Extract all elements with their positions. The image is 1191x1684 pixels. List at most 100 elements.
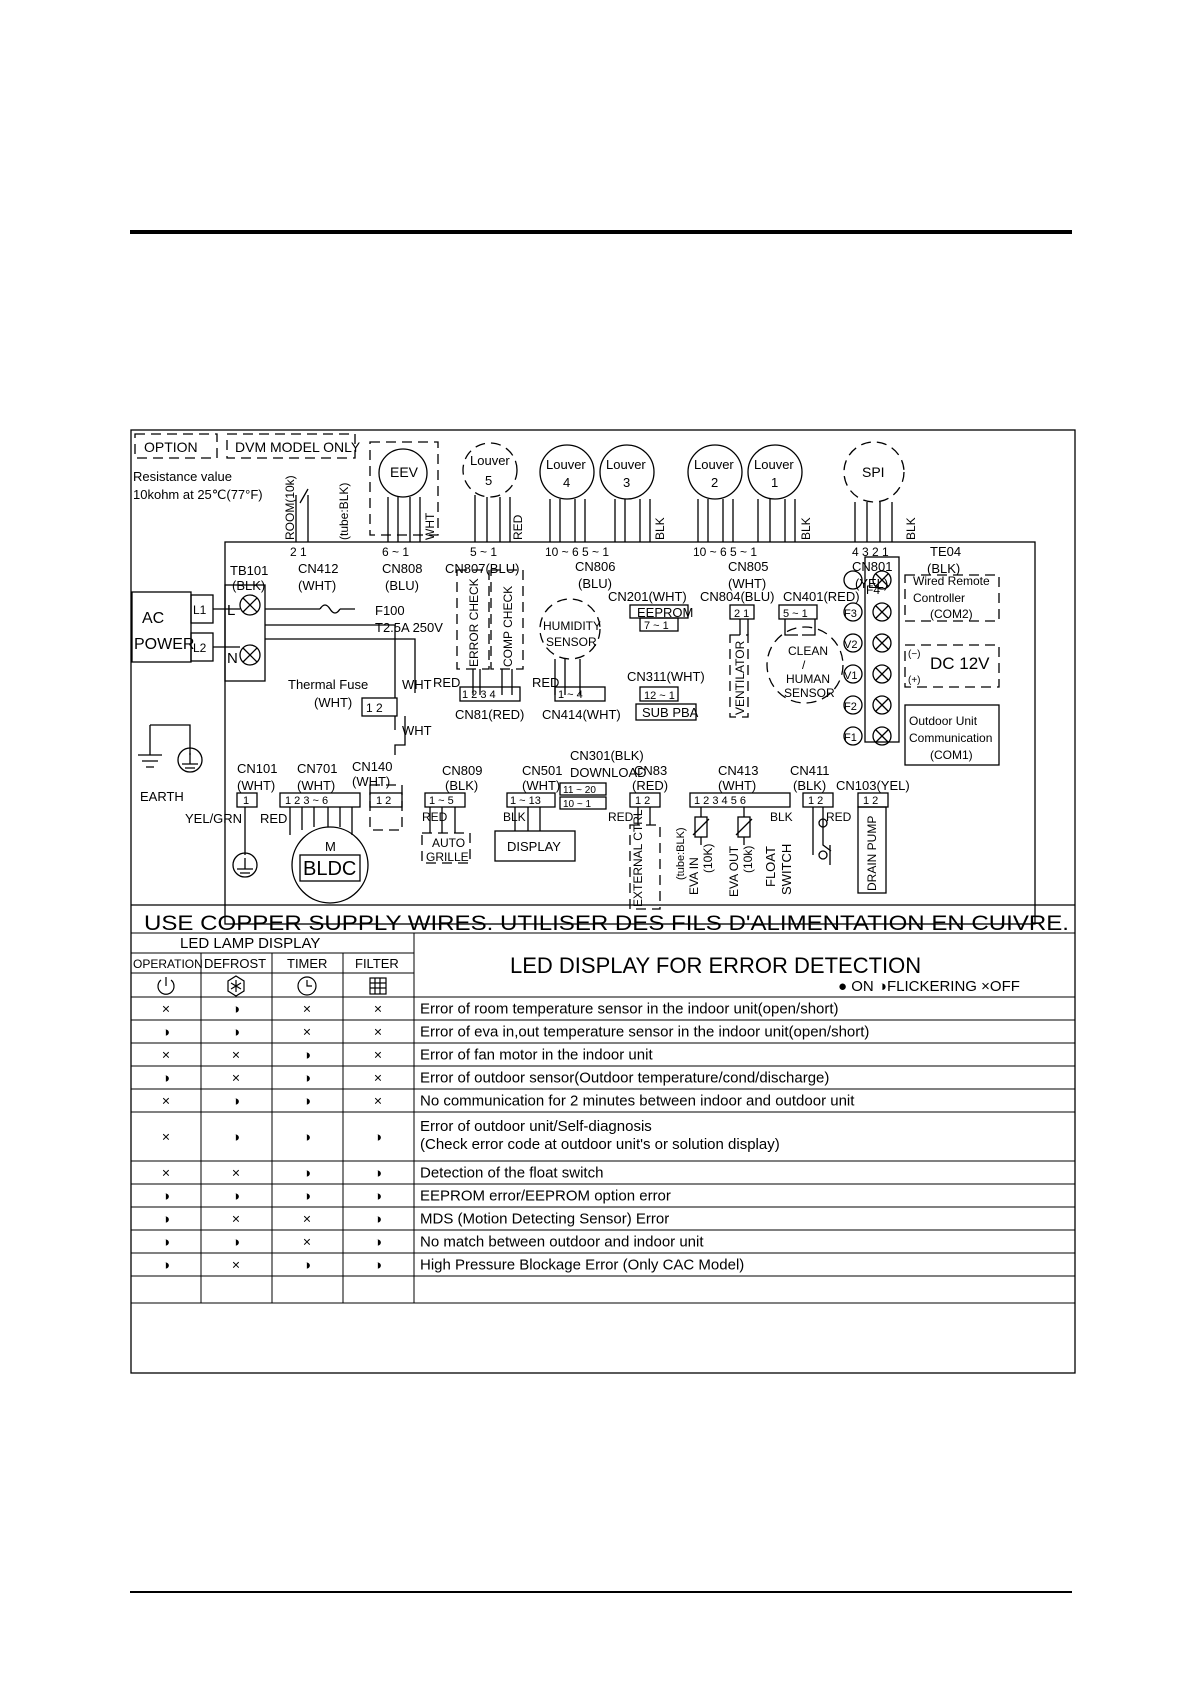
motor-m-label: M — [325, 839, 336, 854]
lamp-state-8-1: × — [232, 1211, 240, 1227]
lamp-state-1-3: × — [374, 1024, 382, 1040]
room-sensor-label: ROOM(10k) — [283, 475, 297, 540]
louver3-blk: BLK — [653, 517, 667, 540]
float-label: FLOAT — [763, 846, 778, 887]
dvm-label: DVM MODEL ONLY — [235, 439, 361, 455]
error-check-label: ERROR CHECK — [467, 578, 481, 667]
lamp-state-6-2: ◑ — [303, 1165, 311, 1181]
lamp-state-3-0: ◑ — [162, 1070, 170, 1086]
dc12v-label: DC 12V — [930, 654, 990, 673]
lamp-state-0-0: × — [162, 1001, 170, 1017]
cn701-color: (WHT) — [297, 778, 335, 793]
lamp-state-1-0: ◑ — [162, 1024, 170, 1040]
spi-label: SPI — [862, 464, 885, 480]
motor-red-label: RED — [260, 811, 287, 826]
error-description-9: No match between outdoor and indoor unit — [420, 1234, 704, 1251]
wht-bottom: WHT — [402, 723, 432, 738]
cn501-pins: 1 ~ 13 — [510, 795, 541, 807]
terminal-v1: V1 — [844, 670, 857, 682]
lamp-state-3-3: × — [374, 1070, 382, 1086]
option-box — [134, 433, 218, 459]
error-description-1: Error of eva in,out temperature sensor i… — [420, 1024, 869, 1041]
wired-remote-box — [904, 574, 1000, 622]
col-defrost: DEFROST — [204, 956, 266, 971]
cn301-label: CN301(BLK) — [570, 748, 644, 763]
error-description-4: No communication for 2 minutes between i… — [420, 1093, 855, 1110]
cn83-color: (RED) — [632, 778, 668, 793]
eva-out-10k-label: (10k) — [741, 846, 755, 873]
louver1-num: 1 — [771, 475, 778, 490]
cn804-pins: 2 1 — [734, 608, 749, 620]
error-description-8: MDS (Motion Detecting Sensor) Error — [420, 1211, 669, 1228]
cn806-color: (BLU) — [578, 576, 612, 591]
cn83-pins: 1 2 — [635, 795, 650, 807]
timer-icon — [297, 976, 317, 996]
cn701-pins: 1 2 3 ~ 6 — [285, 795, 328, 807]
lamp-state-8-2: × — [303, 1211, 311, 1227]
lamp-state-2-2: ◑ — [303, 1047, 311, 1063]
lamp-state-10-2: ◑ — [303, 1257, 311, 1273]
eva-in-label: EVA IN — [687, 857, 701, 895]
cn83-label: CN83 — [634, 763, 667, 778]
option-label: OPTION — [144, 439, 198, 455]
outdoor-comm-line3: (COM1) — [930, 748, 973, 762]
lamp-state-1-1: ◑ — [232, 1024, 240, 1040]
lamp-state-7-1: ◑ — [232, 1188, 240, 1204]
louver4-label: Louver — [546, 457, 586, 472]
cn413-label: CN413 — [718, 763, 758, 778]
outdoor-comm-box — [904, 704, 1000, 766]
cn808-label: CN808 — [382, 561, 422, 576]
humidity-label: HUMIDITY — [543, 619, 601, 633]
cn412-color: (WHT) — [298, 578, 336, 593]
lamp-state-6-1: × — [232, 1165, 240, 1181]
cn301-pins-top: 11 ~ 20 — [563, 785, 596, 796]
louver3-label: Louver — [606, 457, 646, 472]
cn801-color: (YEL) — [855, 576, 888, 591]
dvm-box — [226, 433, 356, 459]
louver1-label: Louver — [754, 457, 794, 472]
lamp-state-10-0: ◑ — [162, 1257, 170, 1273]
wired-remote-line2: Controller — [913, 591, 965, 605]
led-table-title: LED DISPLAY FOR ERROR DETECTION — [510, 953, 921, 978]
ventilator-box — [729, 634, 749, 718]
lamp-header: LED LAMP DISPLAY — [180, 935, 320, 952]
cn806-pins: 10 ~ 6 5 ~ 1 — [545, 545, 609, 559]
humidity-sensor-circle — [539, 598, 601, 660]
cn311-label: CN311(WHT) — [627, 669, 705, 684]
lamp-state-8-3: ◑ — [374, 1211, 382, 1227]
grille-red-label: RED — [422, 810, 448, 824]
te04-color: (BLK) — [927, 561, 960, 576]
cn414-label: CN414(WHT) — [542, 707, 621, 722]
cn81-label: CN81(RED) — [455, 707, 524, 722]
comp-check-box — [490, 569, 524, 670]
cn140-pins: 1 2 — [376, 795, 391, 807]
ventilator-label: VENTILATOR — [733, 640, 747, 715]
pcb-outline — [224, 541, 1036, 925]
lamp-state-5-0: × — [162, 1129, 170, 1145]
louver3-num: 3 — [623, 475, 630, 490]
cn805-color: (WHT) — [728, 576, 766, 591]
ac-label: AC — [142, 610, 164, 627]
wiring-diagram-svg: OPTION DVM MODEL ONLY Resistance value 1… — [130, 429, 1076, 1374]
cn412-pins: 2 1 — [290, 545, 307, 559]
louver5-red: RED — [511, 514, 525, 540]
wht-top: WHT — [402, 677, 432, 692]
cn805-pins: 10 ~ 6 5 ~ 1 — [693, 545, 757, 559]
cn412-label: CN412 — [298, 561, 338, 576]
terminal-v2: V2 — [844, 639, 857, 651]
cn411-pins: 1 2 — [808, 795, 823, 807]
eva-in-10k-label: (10K) — [701, 844, 715, 873]
human-sensor-circle — [766, 626, 844, 704]
error-description-7: EEPROM error/EEPROM option error — [420, 1188, 671, 1205]
lamp-state-4-3: × — [374, 1093, 382, 1109]
comp-check-label: COMP CHECK — [501, 586, 515, 667]
cn413-color: (WHT) — [718, 778, 756, 793]
sub-pba-label: SUB PBA — [642, 705, 699, 720]
cn809-label: CN809 — [442, 763, 482, 778]
drain-pump-label: DRAIN PUMP — [865, 816, 879, 891]
col-operation: OPERATION — [133, 957, 203, 971]
lamp-state-9-1: ◑ — [232, 1234, 240, 1250]
cn809-pins: 1 ~ 5 — [429, 795, 454, 807]
cn101-label: CN101 — [237, 761, 277, 776]
louver5-label: Louver — [470, 453, 510, 468]
